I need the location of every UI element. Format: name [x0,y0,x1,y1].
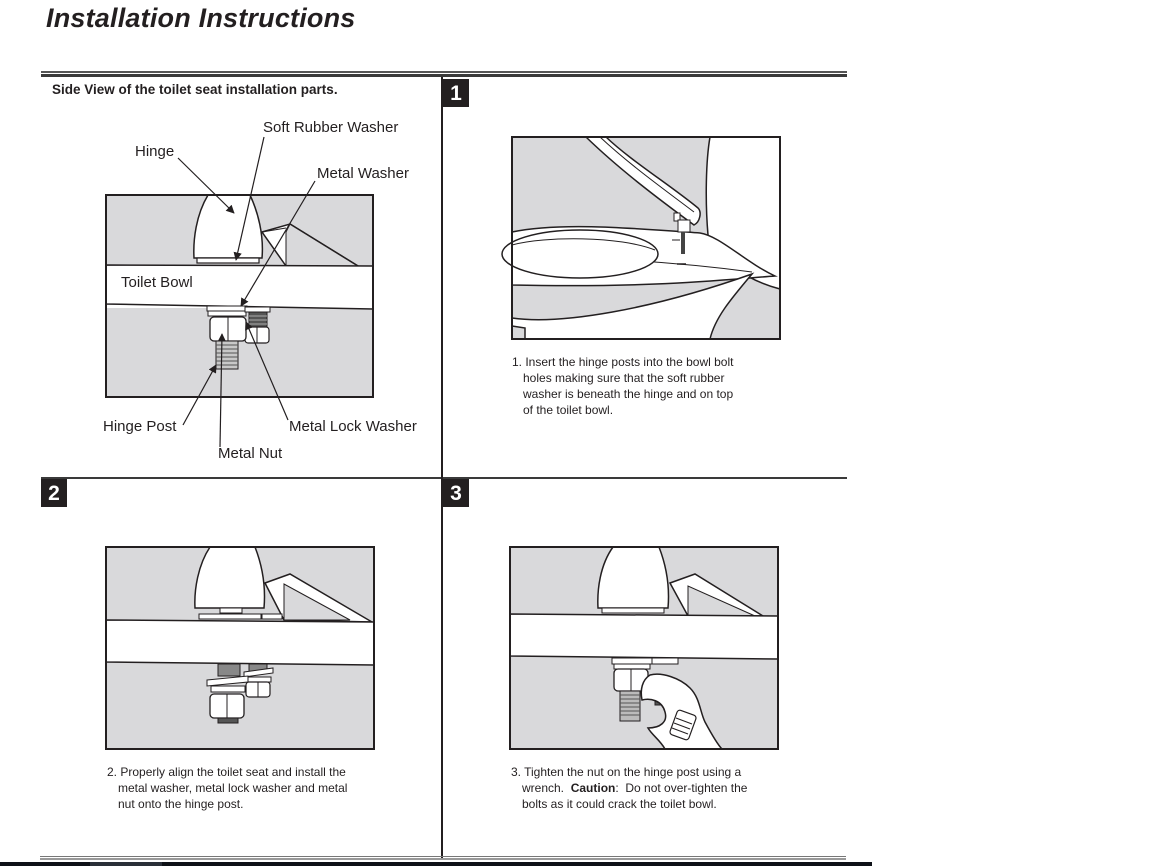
step-3-line: 3. Tighten the nut on the hinge post usi… [511,765,742,779]
label-hinge: Hinge [135,143,175,160]
caution-label: Caution [570,781,616,795]
rubber-washer-shape [196,257,260,264]
side-view-frame [105,194,374,398]
label-metal-lock-washer: Metal Lock Washer [289,418,417,435]
metal-nut-leader [217,333,227,448]
middle-divider-right [443,477,847,479]
scroll-thumb[interactable] [90,862,162,866]
step-1-line: holes making sure that the soft rubber [523,371,725,385]
step-1-line: 1. Insert the hinge posts into the bowl … [512,355,734,369]
middle-divider-left [41,477,441,479]
bottom-rule [40,856,846,860]
label-metal-washer: Metal Washer [317,165,409,182]
step-3-text: 3. Tighten the nut on the hinge post usi… [511,764,747,812]
step-1-illustration [501,136,781,340]
step-3-badge: 3 [443,479,469,507]
step-2-line: 2. Properly align the toilet seat and in… [107,765,346,779]
step-1-line: of the toilet bowl. [523,403,614,417]
step-2-badge: 2 [41,479,67,507]
bottom-scroll-bar[interactable] [0,862,872,866]
step-2-text: 2. Properly align the toilet seat and in… [107,764,347,812]
lock-washer-leader [245,321,289,421]
label-toilet-bowl: Toilet Bowl [121,274,193,291]
step-1-text: 1. Insert the hinge posts into the bowl … [512,354,733,418]
label-soft-rubber-washer: Soft Rubber Washer [263,119,399,136]
hinge-leader [177,157,235,214]
step-3-line: bolts as it could crack the toilet bowl. [522,797,717,811]
side-view-illustration [105,136,374,448]
page-title: Installation Instructions [46,3,356,33]
step-2-line: metal washer, metal lock washer and meta… [118,781,348,795]
label-metal-nut: Metal Nut [218,445,283,462]
top-rule [41,71,847,77]
center-divider [441,77,443,859]
label-hinge-post: Hinge Post [103,418,177,435]
step-2-line: nut onto the hinge post. [118,797,244,811]
side-view-heading: Side View of the toilet seat installatio… [52,82,338,97]
step-3-line: wrench. Caution: Do not over-tighten the [511,780,747,796]
metal-washer-leader [240,180,316,307]
step-1-line: washer is beneath the hinge and on top [523,387,734,401]
step-3-illustration [509,546,779,750]
hinge-shape [193,194,264,259]
hinge-post-leader [182,364,217,426]
step-2-illustration [105,546,375,750]
step-3-line-text: : Do not over-tighten the [615,781,748,795]
step-3-line-text: wrench. [522,781,571,795]
step-1-badge: 1 [443,79,469,107]
rubber-washer-leader [233,136,265,261]
